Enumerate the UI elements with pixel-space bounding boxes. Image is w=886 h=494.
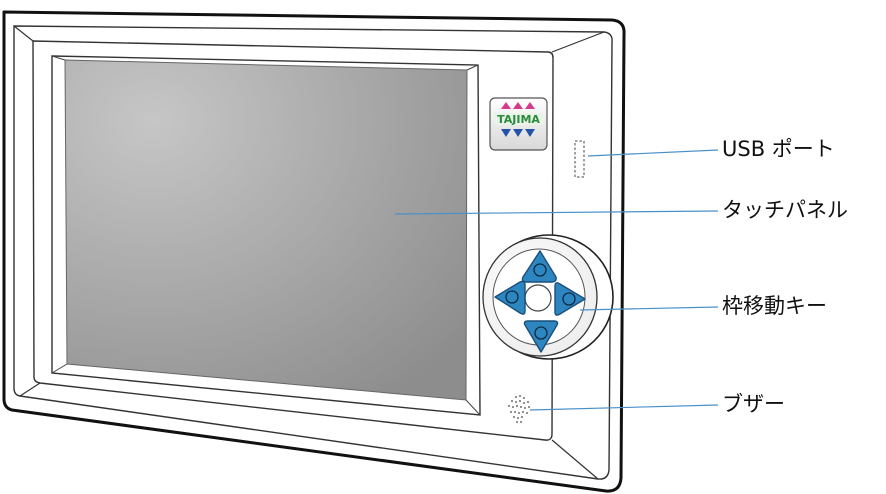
label-buzzer: ブザー <box>722 392 785 416</box>
callout-line-touch-panel <box>394 210 719 215</box>
logo-text: TAJIMA <box>497 113 540 126</box>
callout-lines <box>394 149 719 411</box>
tajima-logo: TAJIMA <box>489 97 548 151</box>
buzzer-grille <box>508 395 530 423</box>
label-frame-move-keys: 枠移動キー <box>722 294 827 318</box>
arrow-down-key-icon[interactable] <box>523 320 559 353</box>
arrow-right-key-icon[interactable] <box>554 282 586 316</box>
touch-panel-screen[interactable] <box>51 55 481 416</box>
callout-line-usb <box>587 149 719 157</box>
callout-line-buzzer <box>529 404 719 411</box>
label-touch-panel: タッチパネル <box>722 198 848 222</box>
arrow-up-key-icon[interactable] <box>521 250 557 283</box>
label-usb-port: USB ポート <box>722 137 835 161</box>
frame-move-keys <box>482 234 614 360</box>
arrow-left-key-icon[interactable] <box>494 280 526 315</box>
usb-port[interactable] <box>574 140 585 178</box>
callout-line-frame-keys <box>579 306 719 311</box>
